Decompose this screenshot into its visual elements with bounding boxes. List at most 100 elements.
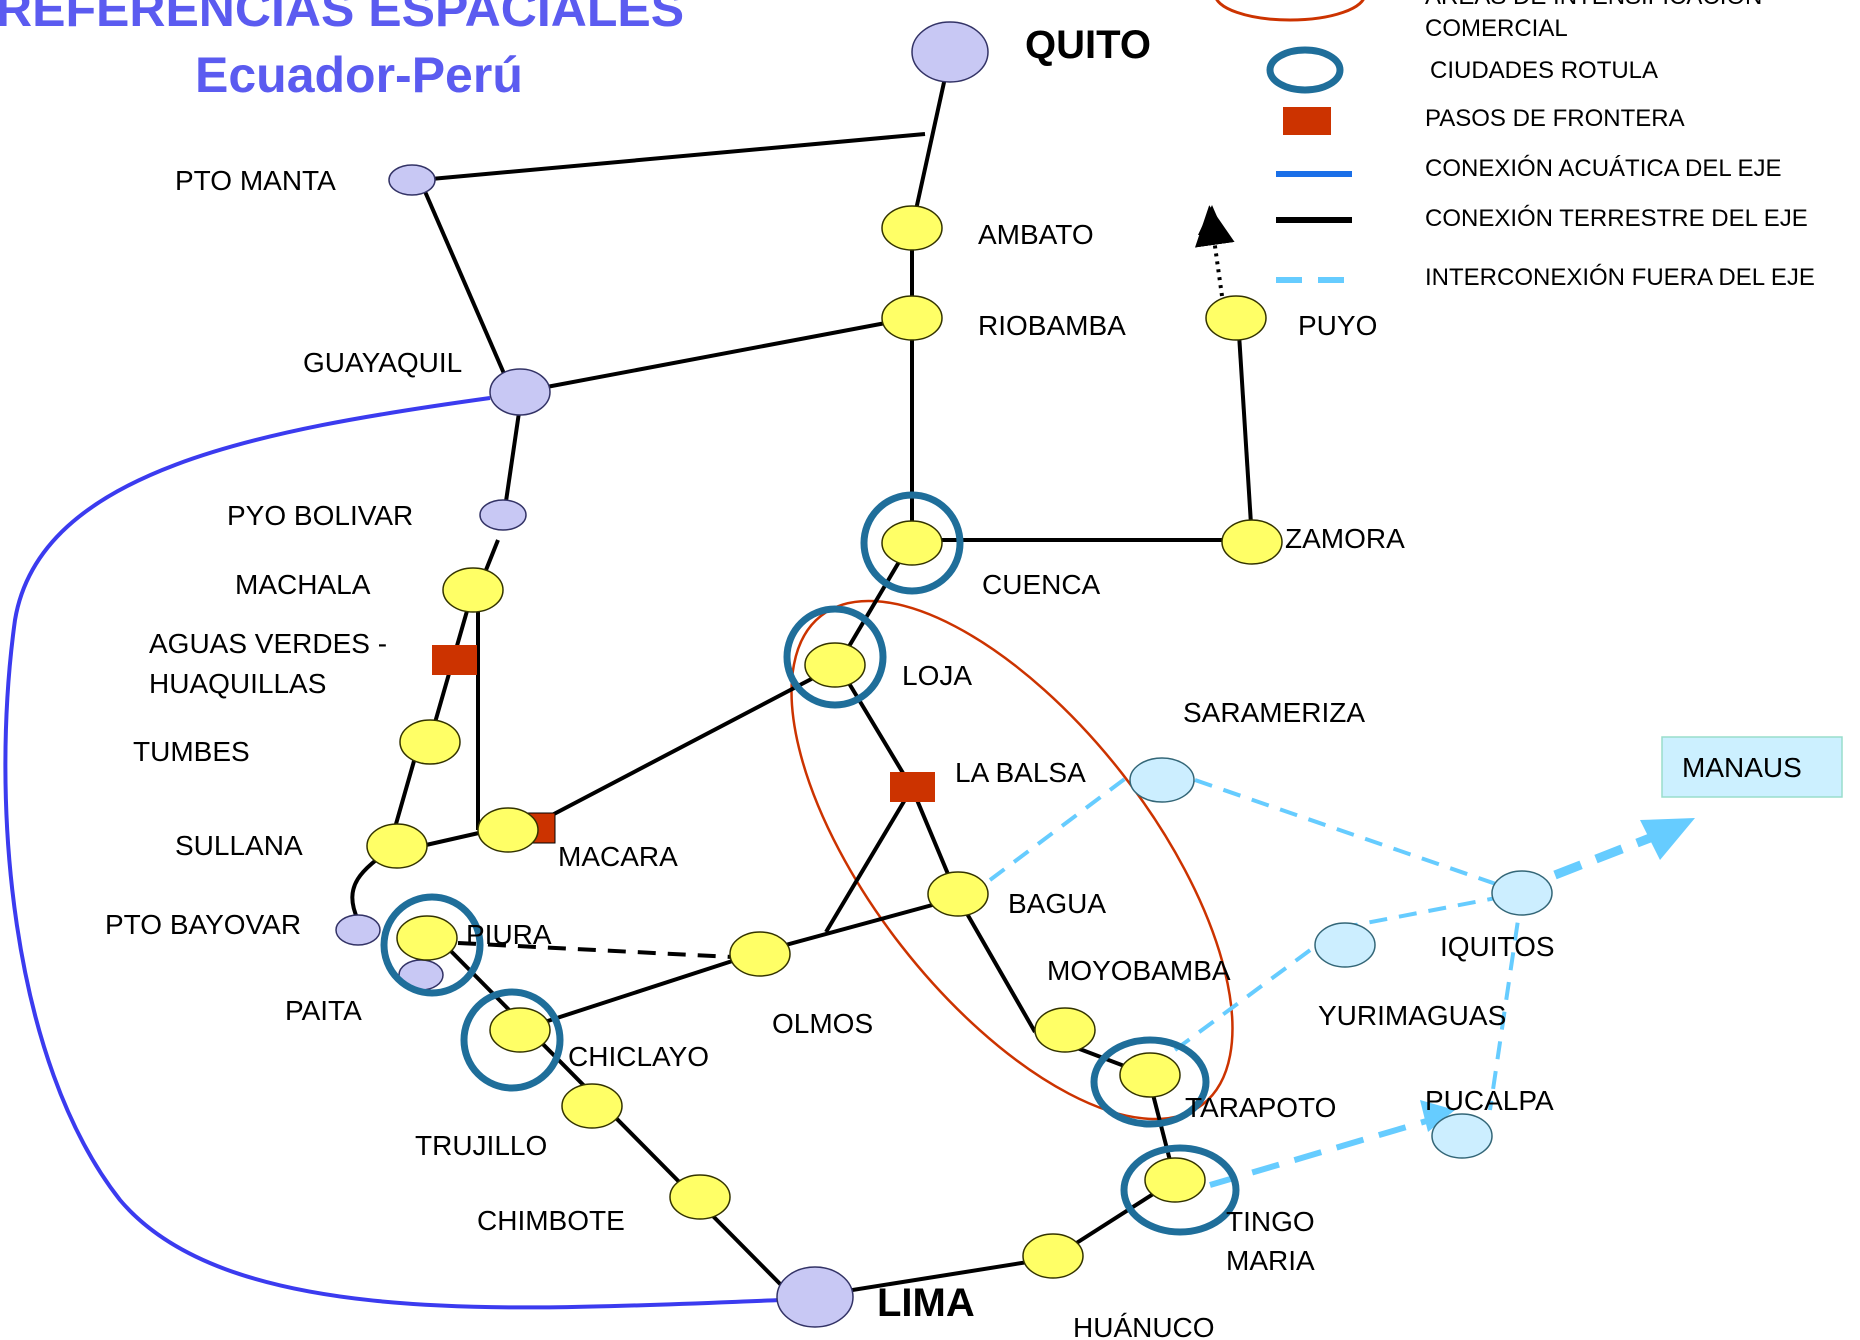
label-pto-manta: PTO MANTA (175, 165, 336, 196)
ring-cuenca (860, 491, 964, 595)
legend-area-label: ÁREAS DE INTENSIFICACIÓN (1425, 0, 1762, 10)
city-pto-bayovar (335, 914, 381, 946)
frontier-la-balsa (890, 772, 935, 802)
label-manaus: MANAUS (1682, 752, 1802, 783)
label-pucalpa: PUCALPA (1425, 1085, 1554, 1116)
label-moyobamba: MOYOBAMBA (1047, 955, 1231, 986)
city-trujillo (561, 1083, 623, 1129)
city-zamora (1221, 519, 1283, 565)
commercial-area-ellipse (790, 599, 1234, 1121)
aquatic-connection-guayaquil-lima (3, 396, 783, 1310)
outside-axis-interconnections (988, 773, 1524, 1111)
label-puyo: PUYO (1298, 310, 1377, 341)
label-tingo-1: TINGO (1226, 1206, 1315, 1237)
label-pyo-bolivar: PYO BOLIVAR (227, 500, 413, 531)
legend: ÁREAS DE INTENSIFICACIÓN COMERCIAL CIUDA… (1215, 0, 1815, 291)
lightblue-cities (1129, 757, 1553, 1159)
city-yurimaguas (1314, 922, 1376, 968)
city-pto-manta (388, 164, 436, 196)
city-loja (804, 642, 866, 688)
legend-aquatic-label: CONEXIÓN ACUÁTICA DEL EJE (1425, 155, 1782, 182)
label-zamora: ZAMORA (1285, 523, 1405, 554)
label-la-balsa: LA BALSA (955, 757, 1086, 788)
city-cuenca (881, 520, 943, 566)
rotula-rings (380, 491, 1240, 1236)
label-aguas-verdes-1: AGUAS VERDES - (149, 628, 387, 659)
outside-axis-tingo-pucalpa (1209, 1117, 1431, 1188)
legend-area-label-2: COMERCIAL (1425, 15, 1568, 42)
label-cuenca: CUENCA (982, 569, 1101, 600)
city-tarapoto (1119, 1052, 1181, 1098)
outside-axis-iquitos-manaus (1553, 833, 1652, 880)
label-macara: MACARA (558, 841, 678, 872)
arrow-head-pucalpa (1420, 1100, 1455, 1132)
city-iquitos (1491, 870, 1553, 916)
city-chiclayo (489, 1007, 551, 1053)
city-olmos (729, 931, 791, 977)
legend-outside-label: INTERCONEXIÓN FUERA DEL EJE (1425, 264, 1815, 291)
title-line-2: Ecuador-Perú (195, 47, 523, 103)
label-olmos: OLMOS (772, 1008, 873, 1039)
label-quito: QUITO (1025, 23, 1151, 67)
legend-frontier-symbol (1283, 107, 1331, 135)
city-moyobamba (1034, 1007, 1096, 1053)
manaus-box (1661, 736, 1843, 798)
frontier-aguas-verdes (432, 645, 477, 675)
label-aguas-verdes-2: HUAQUILLAS (149, 668, 326, 699)
city-quito (911, 21, 989, 83)
city-macara (477, 807, 539, 853)
ring-tarapoto (1090, 1036, 1210, 1128)
arrow-head-puyo (1198, 205, 1225, 235)
label-bagua: BAGUA (1008, 888, 1106, 919)
title-line-1: REFERENCIAS ESPACIALES (0, 0, 684, 37)
label-iquitos: IQUITOS (1440, 931, 1555, 962)
city-lima (776, 1266, 854, 1328)
label-chiclayo: CHICLAYO (568, 1041, 709, 1072)
label-sarameriza: SARAMERIZA (1183, 697, 1365, 728)
label-chimbote: CHIMBOTE (477, 1205, 625, 1236)
city-labels: QUITO PTO MANTA AMBATO RIOBAMBA PUYO GUA… (105, 23, 1555, 1340)
label-loja: LOJA (902, 660, 972, 691)
city-huanuco (1022, 1233, 1084, 1279)
city-bagua (927, 871, 989, 917)
city-sarameriza (1129, 757, 1195, 803)
city-tumbes (399, 719, 461, 765)
label-tumbes: TUMBES (133, 736, 250, 767)
label-tarapoto: TARAPOTO (1185, 1092, 1336, 1123)
dotted-arrow-puyo (1194, 205, 1235, 297)
city-chimbote (669, 1174, 731, 1220)
label-huanuco: HUÁNUCO (1073, 1312, 1215, 1340)
legend-terrestrial-label: CONEXIÓN TERRESTRE DEL EJE (1425, 205, 1808, 232)
city-riobamba (881, 295, 943, 341)
label-lima: LIMA (877, 1281, 975, 1325)
label-piura: PIURA (466, 919, 552, 950)
label-sullana: SULLANA (175, 830, 303, 861)
ring-chiclayo (460, 988, 564, 1092)
city-guayaquil (489, 368, 551, 416)
city-piura (396, 915, 458, 961)
legend-area-symbol (1215, 0, 1365, 22)
purple-cities (335, 21, 989, 1328)
label-machala: MACHALA (235, 569, 371, 600)
city-puyo (1205, 295, 1267, 341)
city-pyo-bolivar (479, 499, 527, 531)
yellow-cities (366, 205, 1283, 1279)
label-riobamba: RIOBAMBA (978, 310, 1126, 341)
label-tingo-2: MARIA (1226, 1245, 1315, 1276)
legend-rotula-label: CIUDADES ROTULA (1430, 57, 1658, 84)
city-tingo-maria (1144, 1157, 1206, 1203)
city-pucalpa (1431, 1113, 1493, 1159)
city-machala (442, 567, 504, 613)
city-ambato (881, 205, 943, 251)
ring-piura (380, 893, 484, 997)
label-guayaquil: GUAYAQUIL (303, 347, 462, 378)
city-sullana (366, 823, 428, 869)
ring-loja (783, 605, 887, 709)
arrow-head-manaus (1640, 818, 1695, 860)
label-pto-bayovar: PTO BAYOVAR (105, 909, 301, 940)
label-yurimaguas: YURIMAGUAS (1318, 1000, 1506, 1031)
label-trujillo: TRUJILLO (415, 1130, 547, 1161)
legend-rotula-symbol (1266, 46, 1344, 94)
legend-frontier-label: PASOS DE FRONTERA (1425, 105, 1685, 132)
